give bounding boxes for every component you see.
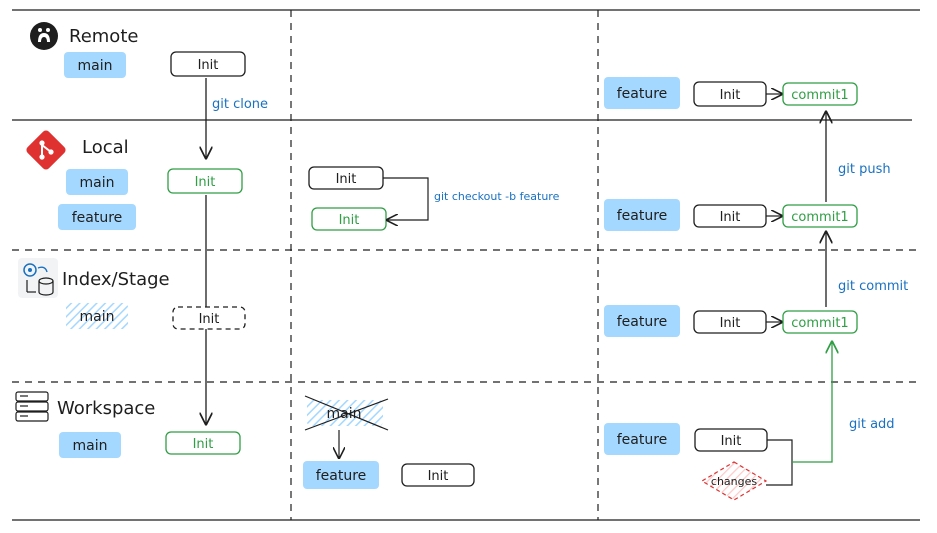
- git-icon: [26, 130, 66, 170]
- remote-init-label: Init: [198, 58, 219, 73]
- branch-chip-workspace-feature-col3: [604, 423, 680, 455]
- add-command-label: git add: [849, 417, 895, 432]
- remote-commit1-box: [782, 82, 858, 106]
- stage-icon: [18, 258, 58, 298]
- workspace-init-label: Init: [193, 437, 214, 452]
- changes-label: changes: [711, 475, 757, 488]
- index-init-label: Init: [199, 312, 220, 327]
- workspace-col2-init-box: [401, 463, 475, 487]
- lane-title-remote: Remote: [69, 26, 138, 47]
- branch-label-local-main: main: [80, 175, 115, 191]
- lane-title-index: Index/Stage: [62, 269, 170, 290]
- remote-commit1-label: commit1: [791, 88, 848, 103]
- workspace-init-box: [165, 431, 241, 455]
- workspace-col2-init-label: Init: [428, 469, 449, 484]
- branch-label-remote-feature: feature: [617, 86, 668, 102]
- local-commit1-label: commit1: [791, 210, 848, 225]
- add-arrow: [792, 342, 832, 463]
- checkout-source-init-label: Init: [336, 172, 357, 187]
- local-commit1-box: [782, 204, 858, 228]
- changes-diamond: [700, 461, 768, 501]
- branch-label-remote-main: main: [78, 58, 113, 74]
- server-icon: [15, 391, 49, 422]
- lane-title-local: Local: [82, 137, 129, 158]
- cross-out-line-1: [304, 395, 389, 431]
- branch-chip-index-main: [66, 303, 128, 329]
- branch-chip-remote-main: [64, 52, 126, 78]
- remote-feature-init-label: Init: [720, 88, 741, 103]
- crossed-main-label: main: [327, 406, 362, 422]
- branch-label-workspace-main: main: [73, 438, 108, 454]
- checkout-arrow: [383, 177, 429, 220]
- branch-chip-index-feature: [604, 305, 680, 337]
- branch-chip-local-main: [66, 169, 128, 195]
- branch-chip-local-feature-col3: [604, 199, 680, 231]
- branch-chip-remote-feature: [604, 77, 680, 109]
- github-icon: [30, 22, 58, 50]
- index-init-box: [172, 306, 246, 330]
- checkout-new-init-label: Init: [339, 213, 360, 228]
- remote-init-box: [170, 51, 246, 77]
- branch-label-workspace-feature-col3: feature: [617, 432, 668, 448]
- branch-label-index-feature: feature: [617, 314, 668, 330]
- branch-chip-workspace-feature-col2: [303, 461, 379, 489]
- branch-label-index-main: main: [80, 309, 115, 325]
- checkout-command-label: git checkout -b feature: [434, 190, 560, 203]
- branch-label-local-feature: feature: [72, 210, 123, 226]
- branch-chip-local-feature: [58, 204, 136, 230]
- local-init-label: Init: [195, 175, 216, 190]
- push-command-label: git push: [838, 162, 891, 177]
- workspace-bracket: [766, 439, 793, 486]
- lane-grid: [12, 9, 920, 521]
- index-commit1-box: [782, 310, 858, 334]
- lane-title-workspace: Workspace: [57, 398, 155, 419]
- workspace-feature-init-label: Init: [721, 434, 742, 449]
- local-feature-init-label: Init: [720, 210, 741, 225]
- clone-command-label: git clone: [212, 97, 268, 112]
- branch-chip-workspace-main: [59, 432, 121, 458]
- cross-out-line-2: [304, 398, 389, 431]
- branch-label-local-feature-col3: feature: [617, 208, 668, 224]
- commit-command-label: git commit: [838, 279, 908, 294]
- index-commit1-label: commit1: [791, 316, 848, 331]
- local-init-box: [167, 168, 243, 194]
- index-feature-init-label: Init: [720, 316, 741, 331]
- branch-label-workspace-feature-col2: feature: [316, 468, 367, 484]
